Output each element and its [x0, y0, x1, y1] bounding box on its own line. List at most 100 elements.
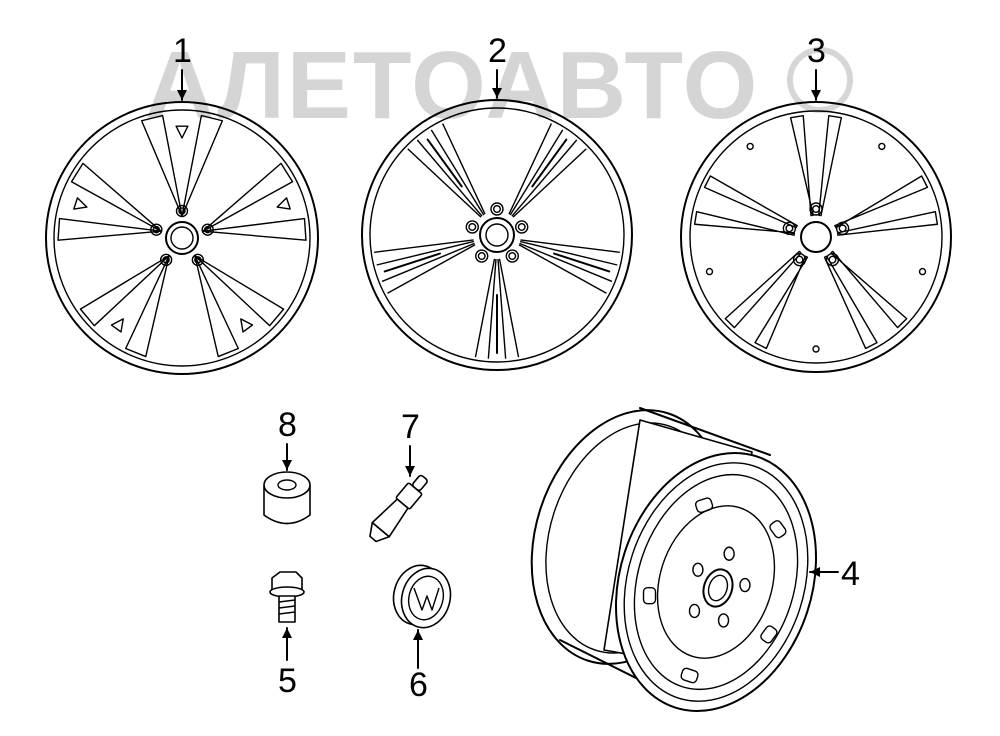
arrowhead-icon: [282, 628, 292, 638]
wheel-bolt-part[interactable]: [269, 571, 305, 623]
spoke-line: [498, 258, 520, 358]
lug-hole-inner: [812, 205, 820, 214]
lug-hole-inner: [477, 252, 486, 261]
spoke-notch: [240, 318, 254, 333]
watermark-text: АЛЕТОАВТО: [145, 32, 759, 139]
lug-hole: [825, 252, 840, 267]
lug-hole: [465, 220, 479, 234]
lug-hole: [515, 220, 529, 234]
spoke-line: [519, 242, 613, 283]
spoke-line: [381, 242, 475, 283]
lug-hole-inner: [493, 205, 501, 214]
callout-7[interactable]: 7: [401, 408, 420, 446]
steel-wheel-lug-holes: [688, 546, 751, 628]
vw-logo-icon: [413, 587, 440, 611]
wheel-2-lug-holes: [465, 202, 529, 263]
center-cap-part[interactable]: [387, 560, 457, 633]
arrowhead-icon: [282, 460, 292, 470]
rim-hole: [746, 142, 754, 151]
watermark: АЛЕТОАВТО: [145, 32, 853, 139]
twin-spoke: [836, 210, 939, 236]
spoke-line: [376, 240, 475, 266]
rim-hole: [812, 345, 820, 353]
steel-wheel-vent-holes: [642, 497, 787, 684]
steel-wheel-front-rim: [615, 452, 817, 712]
lug-hole-inner: [468, 222, 477, 231]
spoke: [202, 217, 307, 241]
twin-spoke: [834, 175, 929, 229]
lug-hole: [688, 603, 701, 619]
lug-hole: [490, 202, 504, 216]
spoke-notch: [110, 318, 124, 333]
wheel-2-rim-inner: [369, 107, 625, 363]
wheel-3-lug-holes: [782, 202, 850, 267]
rim-hole: [918, 267, 927, 276]
callout-1[interactable]: 1: [173, 32, 192, 70]
lug-hole: [835, 221, 850, 236]
callout-2[interactable]: 2: [488, 32, 507, 70]
twin-spoke: [830, 250, 908, 329]
lug-hole-inner: [203, 225, 212, 234]
vent-hole: [680, 667, 699, 684]
callout-8[interactable]: 8: [278, 406, 297, 444]
spoke-notch: [73, 197, 88, 210]
spoke-line: [508, 123, 552, 215]
wheel-3-hub: [800, 221, 832, 253]
spoke-line: [512, 148, 587, 218]
twin-spoke: [693, 210, 796, 236]
wheel-2-rim-outer: [361, 99, 633, 371]
lug-hole-inner: [162, 256, 170, 264]
twin-spoke: [789, 114, 814, 217]
wheel-3-rim-outer: [680, 101, 952, 373]
lug-hole-inner: [828, 255, 837, 264]
twin-spoke: [724, 250, 802, 329]
balance-weight-part[interactable]: [263, 471, 311, 525]
wheel-3[interactable]: [680, 101, 952, 373]
wheel-1-lug-holes: [150, 204, 214, 267]
vent-hole: [642, 586, 657, 605]
lug-hole-inner: [152, 225, 161, 234]
lug-hole-inner: [795, 255, 804, 264]
wheel-3-rim-inner: [689, 110, 943, 364]
lug-hole-inner: [785, 224, 794, 233]
spoke-line: [519, 240, 618, 266]
spoke-line: [474, 258, 496, 358]
wheel-2[interactable]: [361, 99, 633, 371]
spoke-line: [487, 258, 497, 359]
lug-hole-inner: [178, 207, 186, 215]
spoke: [70, 162, 162, 232]
registered-mark-icon: [787, 47, 853, 113]
spoke: [140, 114, 183, 217]
arrowhead-icon: [811, 90, 821, 100]
wheel-1-rim-inner: [53, 109, 311, 367]
steel-wheel[interactable]: [500, 385, 848, 736]
wheel-2-hub: [479, 217, 515, 253]
callout-3[interactable]: 3: [807, 32, 826, 70]
arrowhead-icon: [492, 88, 502, 98]
wheel-1-rim-outer: [45, 101, 319, 375]
callout-6[interactable]: 6: [409, 666, 428, 704]
spoke: [181, 114, 224, 217]
vent-hole: [769, 520, 787, 539]
spoke: [194, 255, 239, 358]
wheel-1[interactable]: [45, 101, 319, 375]
lug-hole: [792, 252, 807, 267]
rim-hole: [878, 142, 886, 151]
arrowhead-icon: [405, 466, 415, 476]
tire-valve-part[interactable]: [365, 471, 433, 546]
twin-spoke: [754, 255, 809, 350]
arrowhead-icon: [413, 630, 423, 640]
lug-hole: [159, 253, 173, 267]
spoke-center: [553, 252, 611, 273]
rim-hole: [705, 267, 714, 276]
callout-5[interactable]: 5: [278, 662, 297, 700]
callout-arrows: [177, 69, 839, 669]
callout-4[interactable]: 4: [841, 555, 860, 593]
spoke-line: [387, 244, 476, 294]
steel-wheel-hub: [702, 568, 734, 608]
lug-hole: [201, 223, 214, 236]
spoke-line: [509, 129, 564, 216]
lug-hole: [692, 562, 704, 577]
lug-hole: [782, 221, 797, 236]
